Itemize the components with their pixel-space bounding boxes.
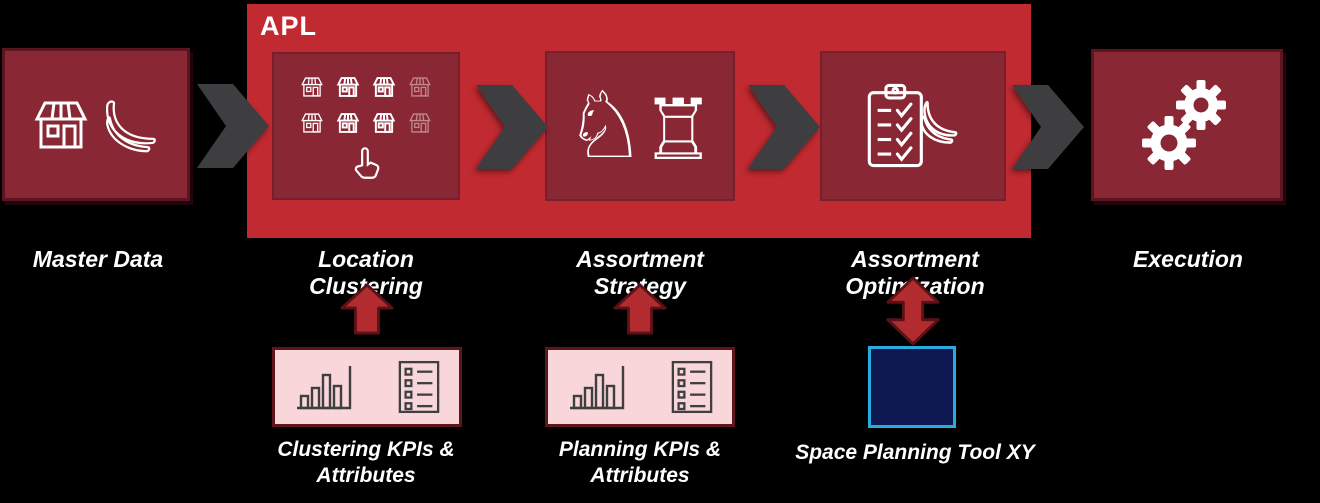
apl-title: APL: [260, 11, 317, 41]
store-icon: [299, 110, 325, 136]
planning-kpis-box: [545, 347, 735, 427]
attribute-list-icon: [398, 360, 440, 414]
flow-chevron-icon: [476, 85, 548, 169]
planning-kpis-label: Planning KPIs & Attributes: [538, 437, 742, 489]
bar-chart-icon: [570, 366, 625, 410]
execution-label: Execution: [1133, 246, 1243, 272]
planning-kpis-label-line1: Planning KPIs &: [558, 438, 722, 461]
clustering-kpis-label-line2: Attributes: [316, 464, 416, 487]
hand-pointer-icon: [354, 147, 380, 179]
assortment-strategy-box: ♘ ♖: [545, 51, 735, 201]
store-cluster-grid: [299, 74, 433, 136]
chess-rook-icon: ♖: [640, 81, 716, 179]
clustering-kpis-box: [272, 347, 462, 427]
space-planning-tool-label: Space Planning Tool XY: [795, 441, 1035, 464]
store-icon: [371, 110, 397, 136]
up-down-arrow-icon: [882, 276, 944, 346]
master-data-label: Master Data: [32, 246, 164, 272]
store-icon: [335, 110, 361, 136]
chess-knight-icon: ♘: [564, 72, 647, 179]
clustering-kpis-label: Clustering KPIs & Attributes: [266, 437, 466, 489]
master-data-box: [2, 48, 190, 201]
master-data-icons: [29, 95, 163, 155]
store-icon: [335, 74, 361, 100]
chess-pieces-icon: ♘ ♖: [564, 72, 716, 179]
attribute-list-icon: [671, 360, 713, 414]
flow-chevron-icon: [1012, 85, 1084, 169]
store-icon: [371, 74, 397, 100]
flow-chevron-icon: [197, 84, 269, 168]
execution-box: [1091, 49, 1283, 201]
space-planning-tool-box: [868, 346, 956, 428]
bar-chart-icon: [297, 366, 352, 410]
bananas-icon: [106, 99, 156, 152]
gears-icon: [1142, 80, 1226, 170]
store-icon: [407, 110, 433, 136]
storefront-icon: [29, 95, 93, 155]
store-icon: [299, 74, 325, 100]
flow-chevron-icon: [748, 85, 820, 169]
up-arrow-icon: [611, 282, 669, 336]
location-clustering-box: [272, 52, 460, 200]
up-arrow-icon: [338, 282, 396, 336]
store-icon: [407, 74, 433, 100]
checklist-clipboard-banana-icon: [867, 83, 958, 168]
assortment-optimization-box: [820, 51, 1006, 201]
planning-kpis-label-line2: Attributes: [590, 464, 690, 487]
clustering-kpis-label-line1: Clustering KPIs &: [277, 438, 455, 461]
